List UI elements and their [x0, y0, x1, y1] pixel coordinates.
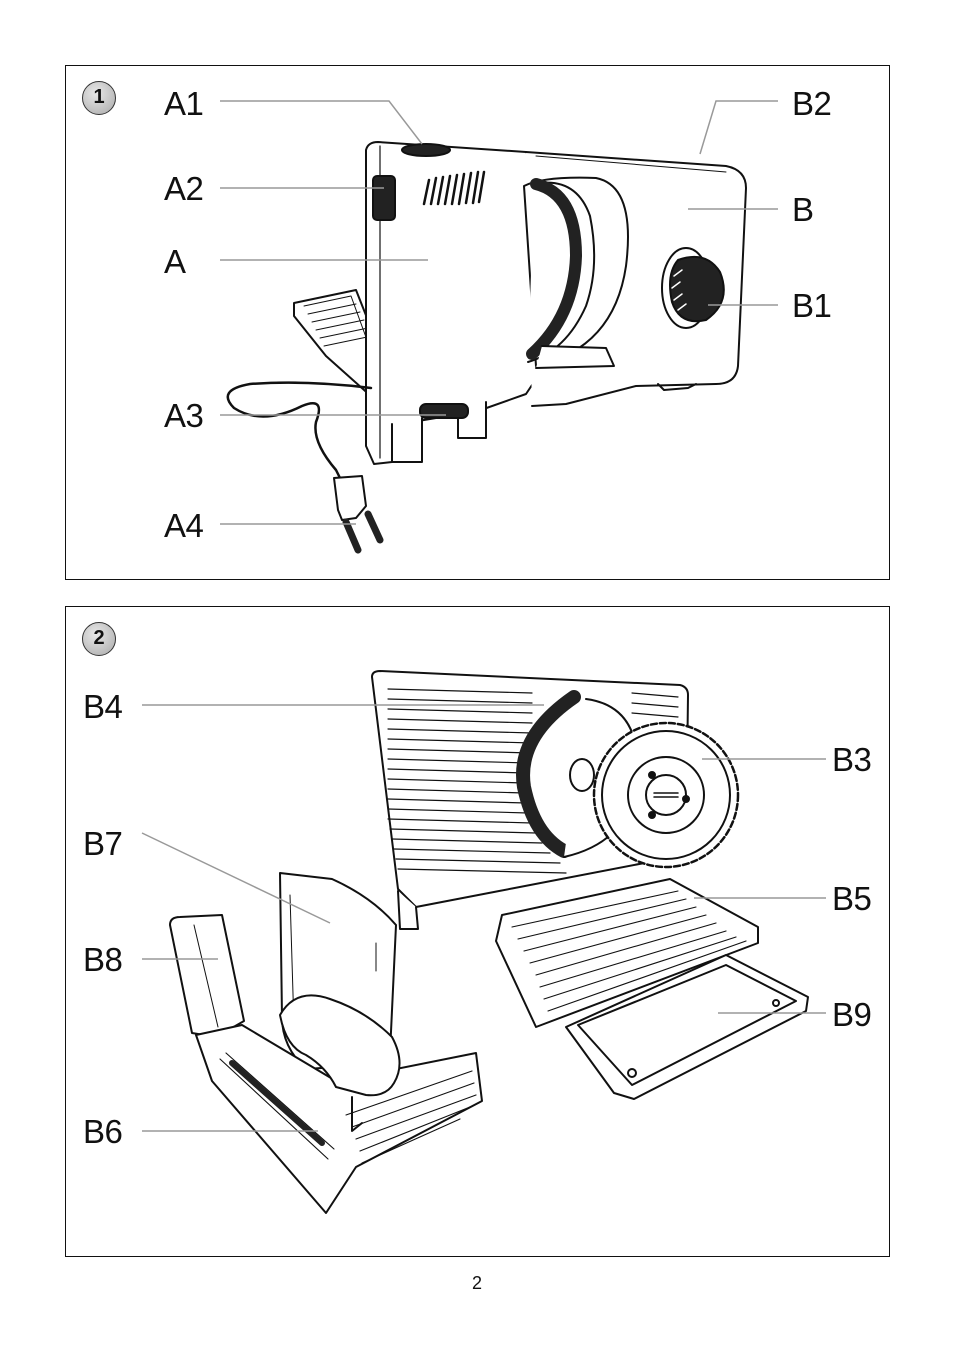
page-number: 2 — [0, 1273, 954, 1294]
part-label-b2: B2 — [792, 87, 831, 120]
slicer-disassembled-illustration — [66, 607, 891, 1258]
slicer-assembled-illustration — [66, 66, 891, 581]
part-label-a2: A2 — [164, 172, 203, 205]
figure-1-panel: 1 — [65, 65, 890, 580]
part-label-a: A — [164, 245, 186, 278]
part-label-a3: A3 — [164, 399, 203, 432]
part-label-a4: A4 — [164, 509, 203, 542]
part-label-b: B — [792, 193, 814, 226]
part-label-b5: B5 — [832, 882, 871, 915]
part-label-b1: B1 — [792, 289, 831, 322]
part-label-b3: B3 — [832, 743, 871, 776]
part-label-b7: B7 — [83, 827, 122, 860]
part-label-b9: B9 — [832, 998, 871, 1031]
part-label-b8: B8 — [83, 943, 122, 976]
part-label-b6: B6 — [83, 1115, 122, 1148]
part-label-a1: A1 — [164, 87, 203, 120]
figure-2-panel: 2 — [65, 606, 890, 1257]
part-label-b4: B4 — [83, 690, 122, 723]
